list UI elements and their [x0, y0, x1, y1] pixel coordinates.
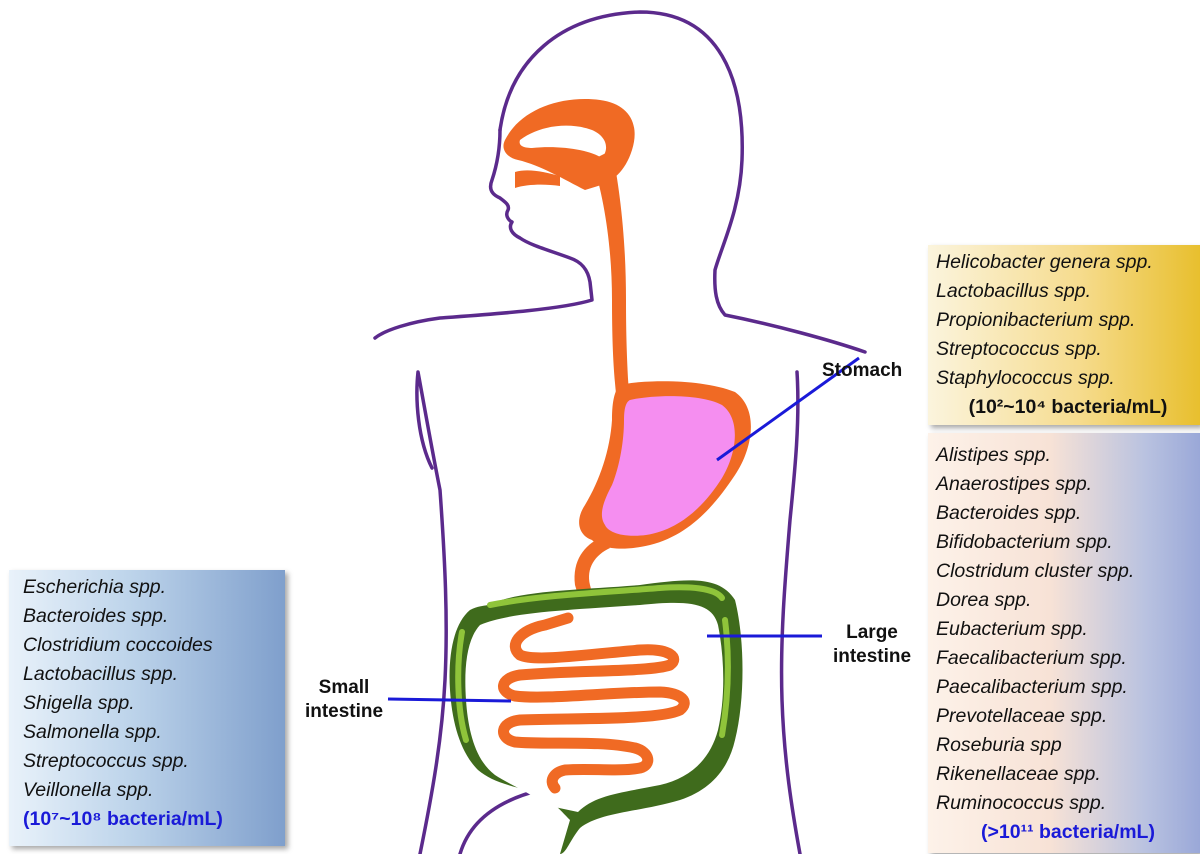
- large-intestine-species-item: Alistipes spp.: [936, 441, 1200, 470]
- large-intestine-label-line2: intestine: [833, 646, 911, 667]
- small-intestine-species-item: Clostridium coccoides: [23, 631, 285, 660]
- small-intestine-bacteria-count: (10⁷~10⁸ bacteria/mL): [23, 805, 285, 834]
- stomach-bacteria-count: (10²~10⁴ bacteria/mL): [936, 393, 1200, 422]
- large-intestine-label: Large intestine: [819, 621, 925, 669]
- stomach-species-item: Staphylococcus spp.: [936, 364, 1200, 393]
- large-intestine-species-item: Rikenellaceae spp.: [936, 760, 1200, 789]
- small-intestine-bacteria-box: Escherichia spp. Bacteroides spp. Clostr…: [9, 570, 285, 846]
- stomach-bacteria-box: Helicobacter genera spp. Lactobacillus s…: [928, 245, 1200, 425]
- large-intestine-bacteria-box: Alistipes spp. Anaerostipes spp. Bactero…: [928, 433, 1200, 853]
- large-intestine-species-item: Faecalibacterium spp.: [936, 644, 1200, 673]
- large-intestine-species-item: Clostridum cluster spp.: [936, 557, 1200, 586]
- small-intestine-species-item: Shigella spp.: [23, 689, 285, 718]
- small-intestine-leader-line: [388, 699, 511, 701]
- left-torso-outline: [417, 372, 446, 854]
- small-intestine-species-item: Streptococcus spp.: [23, 747, 285, 776]
- stomach-label: Stomach: [822, 359, 902, 383]
- stomach-species-item: Streptococcus spp.: [936, 335, 1200, 364]
- large-intestine-species-item: Prevotellaceae spp.: [936, 702, 1200, 731]
- large-intestine-species-item: Ruminococcus spp.: [936, 789, 1200, 818]
- upper-gi-tract: [503, 99, 750, 620]
- large-intestine-species-item: Paecalibacterium spp.: [936, 673, 1200, 702]
- small-intestine-label-line1: Small: [319, 677, 370, 698]
- large-intestine-species-item: Bifidobacterium spp.: [936, 528, 1200, 557]
- right-torso-outline: [782, 372, 800, 854]
- small-intestine-species-item: Lactobacillus spp.: [23, 660, 285, 689]
- small-intestine-species-item: Escherichia spp.: [23, 573, 285, 602]
- large-intestine-species-item: Bacteroides spp.: [936, 499, 1200, 528]
- small-intestine-species-item: Veillonella spp.: [23, 776, 285, 805]
- large-intestine-label-line1: Large: [846, 622, 898, 643]
- small-intestine-species-item: Bacteroides spp.: [23, 602, 285, 631]
- left-leg-outline: [460, 790, 540, 854]
- small-intestine-label-line2: intestine: [305, 701, 383, 722]
- stomach-label-text: Stomach: [822, 360, 902, 381]
- stomach-species-item: Propionibacterium spp.: [936, 306, 1200, 335]
- large-intestine-bacteria-count: (>10¹¹ bacteria/mL): [936, 818, 1200, 847]
- stomach-species-item: Helicobacter genera spp.: [936, 248, 1200, 277]
- large-intestine-species-item: Roseburia spp: [936, 731, 1200, 760]
- small-intestine-species-item: Salmonella spp.: [23, 718, 285, 747]
- esophagus: [592, 150, 630, 410]
- stomach-species-item: Lactobacillus spp.: [936, 277, 1200, 306]
- large-intestine-species-item: Dorea spp.: [936, 586, 1200, 615]
- small-intestine-label: Small intestine: [299, 676, 389, 724]
- large-intestine-species-item: Eubacterium spp.: [936, 615, 1200, 644]
- large-intestine-species-item: Anaerostipes spp.: [936, 470, 1200, 499]
